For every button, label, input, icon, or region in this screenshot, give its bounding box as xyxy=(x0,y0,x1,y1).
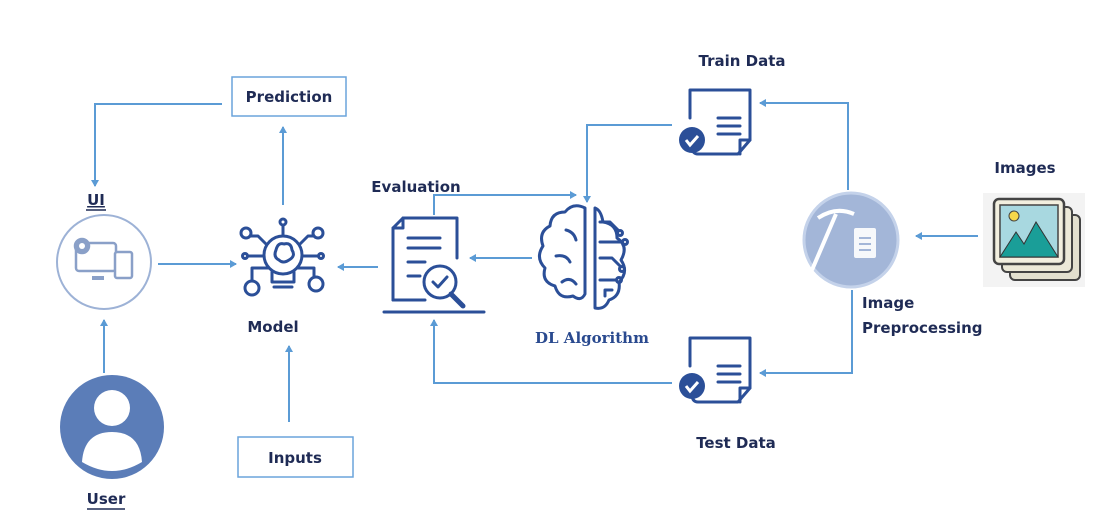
arrow-prediction-to-ui xyxy=(91,103,222,187)
prediction-label: Prediction xyxy=(246,88,333,106)
images-node: Images xyxy=(983,159,1085,287)
ui-label: UI xyxy=(87,191,105,209)
model-label: Model xyxy=(247,318,298,336)
inputs-label: Inputs xyxy=(268,449,322,467)
train-data-node: Train Data xyxy=(679,52,786,156)
arrow-preprocessing-to-test xyxy=(759,290,853,377)
dl-algorithm-node: DL Algorithm xyxy=(535,204,649,347)
image-preprocessing-label-line1: Image xyxy=(862,294,914,312)
arrow-evaluation-to-dl xyxy=(433,191,577,215)
preprocessing-tools-icon xyxy=(802,191,900,289)
arrow-test-to-evaluation xyxy=(430,319,672,384)
ui-circle xyxy=(56,214,152,310)
image-stack-icon xyxy=(992,197,1081,281)
inputs-node: Inputs xyxy=(237,436,354,478)
document-check-icon xyxy=(679,88,752,156)
devices-settings-icon xyxy=(73,237,134,280)
document-magnifier-check-icon xyxy=(382,216,486,314)
arrow-preprocessing-to-train xyxy=(759,99,849,190)
test-data-label: Test Data xyxy=(696,434,776,452)
images-label: Images xyxy=(994,159,1055,177)
test-data-node: Test Data xyxy=(679,336,776,452)
train-data-label: Train Data xyxy=(698,52,785,70)
document-check-icon xyxy=(679,336,752,404)
prediction-node: Prediction xyxy=(231,76,347,117)
evaluation-node: Evaluation xyxy=(371,178,486,314)
evaluation-label: Evaluation xyxy=(371,178,460,196)
user-label: User xyxy=(87,490,126,508)
brain-circuit-icon xyxy=(538,204,629,310)
dl-algorithm-label: DL Algorithm xyxy=(535,329,649,347)
image-preprocessing-node: Image Preprocessing xyxy=(802,191,982,337)
user-node: User xyxy=(60,375,164,510)
lightbulb-brain-icon xyxy=(239,217,325,297)
arrow-train-to-dl xyxy=(583,124,672,203)
ui-node: UI xyxy=(56,191,152,310)
connectors xyxy=(91,99,978,422)
image-preprocessing-label-line2: Preprocessing xyxy=(862,319,982,337)
model-node: Model xyxy=(239,217,325,336)
